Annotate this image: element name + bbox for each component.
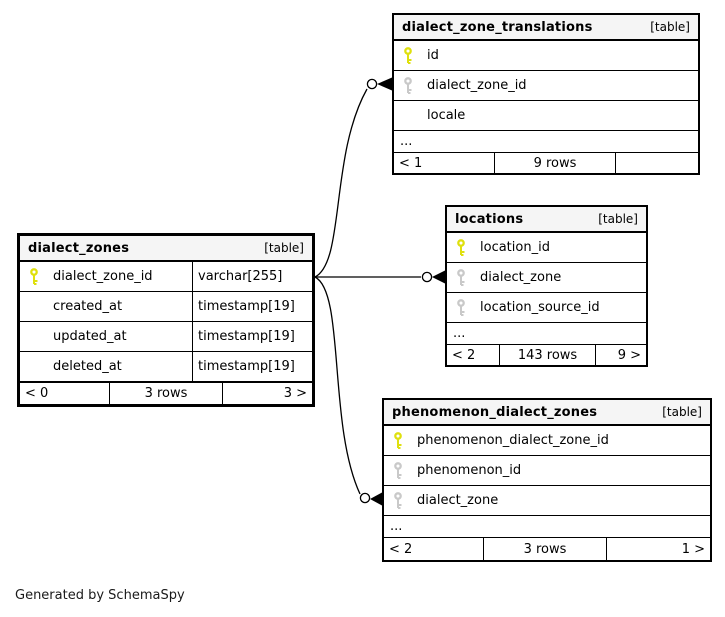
footer-rowcount: 3 rows [483, 538, 606, 560]
edge-arrowhead [432, 270, 445, 284]
table-phenomenon-dialect-zones[interactable]: phenomenon_dialect_zones [table] phenome… [382, 398, 712, 562]
column-row: id [394, 41, 698, 71]
footer-children: 1 > [606, 538, 710, 560]
table-header[interactable]: phenomenon_dialect_zones [table] [384, 400, 710, 426]
column-row: created_at timestamp[19] [20, 292, 312, 322]
column-row: phenomenon_id [384, 456, 710, 486]
footer-rowcount: 3 rows [109, 383, 222, 404]
foreign-key-icon [392, 462, 404, 479]
primary-key-icon [392, 432, 404, 449]
primary-key-icon [455, 239, 467, 256]
column-name: locale [427, 108, 466, 123]
table-header[interactable]: locations [table] [447, 207, 646, 233]
column-row: phenomenon_dialect_zone_id [384, 426, 710, 456]
key-icon-spacer [28, 298, 40, 315]
column-type: varchar[255] [192, 262, 312, 291]
column-name: phenomenon_id [417, 463, 522, 478]
column-row: location_id [447, 233, 646, 263]
ellipsis: ... [390, 519, 403, 534]
primary-key-icon [402, 47, 414, 64]
footer-parents: < 2 [452, 347, 476, 363]
table-type-label: [table] [598, 212, 638, 226]
more-columns-row: ... [384, 516, 710, 537]
table-type-label: [table] [650, 20, 690, 34]
foreign-key-icon [455, 269, 467, 286]
table-footer: < 2 143 rows 9 > [447, 344, 646, 365]
table-type-label: [table] [662, 405, 702, 419]
edge-arrowhead [370, 492, 382, 506]
table-header[interactable]: dialect_zones [table] [20, 236, 312, 262]
key-icon-spacer [402, 107, 414, 124]
foreign-key-icon [402, 77, 414, 94]
column-row: dialect_zone [447, 263, 646, 293]
column-name: dialect_zone_id [427, 78, 527, 93]
ellipsis: ... [400, 134, 413, 149]
table-name[interactable]: dialect_zones [28, 240, 130, 256]
footer-parents: < 0 [25, 386, 49, 401]
edge-zero-circle [366, 78, 378, 90]
generator-credit: Generated by SchemaSpy [15, 588, 185, 603]
table-name[interactable]: locations [455, 211, 524, 227]
foreign-key-icon [455, 299, 467, 316]
footer-rowcount: 9 rows [494, 153, 615, 173]
edge-to-phenomenon [314, 276, 361, 495]
edge-zero-circle [359, 492, 371, 504]
column-type: timestamp[19] [192, 352, 312, 381]
more-columns-row: ... [447, 323, 646, 344]
key-icon-spacer [28, 328, 40, 345]
footer-parents: < 1 [399, 155, 423, 171]
column-name: id [427, 48, 439, 63]
column-row: updated_at timestamp[19] [20, 322, 312, 352]
table-locations[interactable]: locations [table] location_id dialect_zo… [445, 205, 648, 367]
column-name: dialect_zone [480, 270, 562, 285]
more-columns-row: ... [394, 131, 698, 152]
table-footer: < 0 3 rows 3 > [20, 382, 312, 404]
column-row: dialect_zone_id [394, 71, 698, 101]
column-name: created_at [53, 299, 123, 314]
foreign-key-icon [392, 492, 404, 509]
column-type: timestamp[19] [192, 322, 312, 351]
column-row: location_source_id [447, 293, 646, 323]
primary-key-icon [28, 268, 40, 285]
edge-arrowhead [377, 77, 392, 91]
column-name: dialect_zone_id [53, 269, 153, 284]
table-dialect-zones[interactable]: dialect_zones [table] dialect_zone_id va… [17, 233, 315, 407]
column-type: timestamp[19] [192, 292, 312, 321]
table-type-label: [table] [264, 241, 304, 255]
table-header[interactable]: dialect_zone_translations [table] [394, 15, 698, 41]
column-name: dialect_zone [417, 493, 499, 508]
footer-children: 9 > [595, 345, 646, 365]
column-row: dialect_zone_id varchar[255] [20, 262, 312, 292]
column-row: dialect_zone [384, 486, 710, 516]
column-name: phenomenon_dialect_zone_id [417, 433, 609, 448]
column-row: deleted_at timestamp[19] [20, 352, 312, 382]
key-icon-spacer [28, 358, 40, 375]
footer-children: 3 > [222, 383, 312, 404]
footer-rowcount: 143 rows [499, 345, 595, 365]
table-footer: < 1 9 rows [394, 152, 698, 173]
column-name: location_id [480, 240, 550, 255]
edge-to-translations [314, 88, 368, 278]
footer-children [615, 153, 698, 173]
table-name[interactable]: phenomenon_dialect_zones [392, 404, 598, 420]
column-name: location_source_id [480, 300, 600, 315]
column-name: deleted_at [53, 359, 122, 374]
ellipsis: ... [453, 326, 466, 341]
table-name[interactable]: dialect_zone_translations [402, 19, 593, 35]
table-footer: < 2 3 rows 1 > [384, 537, 710, 560]
table-dialect-zone-translations[interactable]: dialect_zone_translations [table] id dia… [392, 13, 700, 175]
column-name: updated_at [53, 329, 127, 344]
column-row: locale [394, 101, 698, 131]
edge-zero-circle [421, 271, 433, 283]
footer-parents: < 2 [389, 541, 413, 557]
